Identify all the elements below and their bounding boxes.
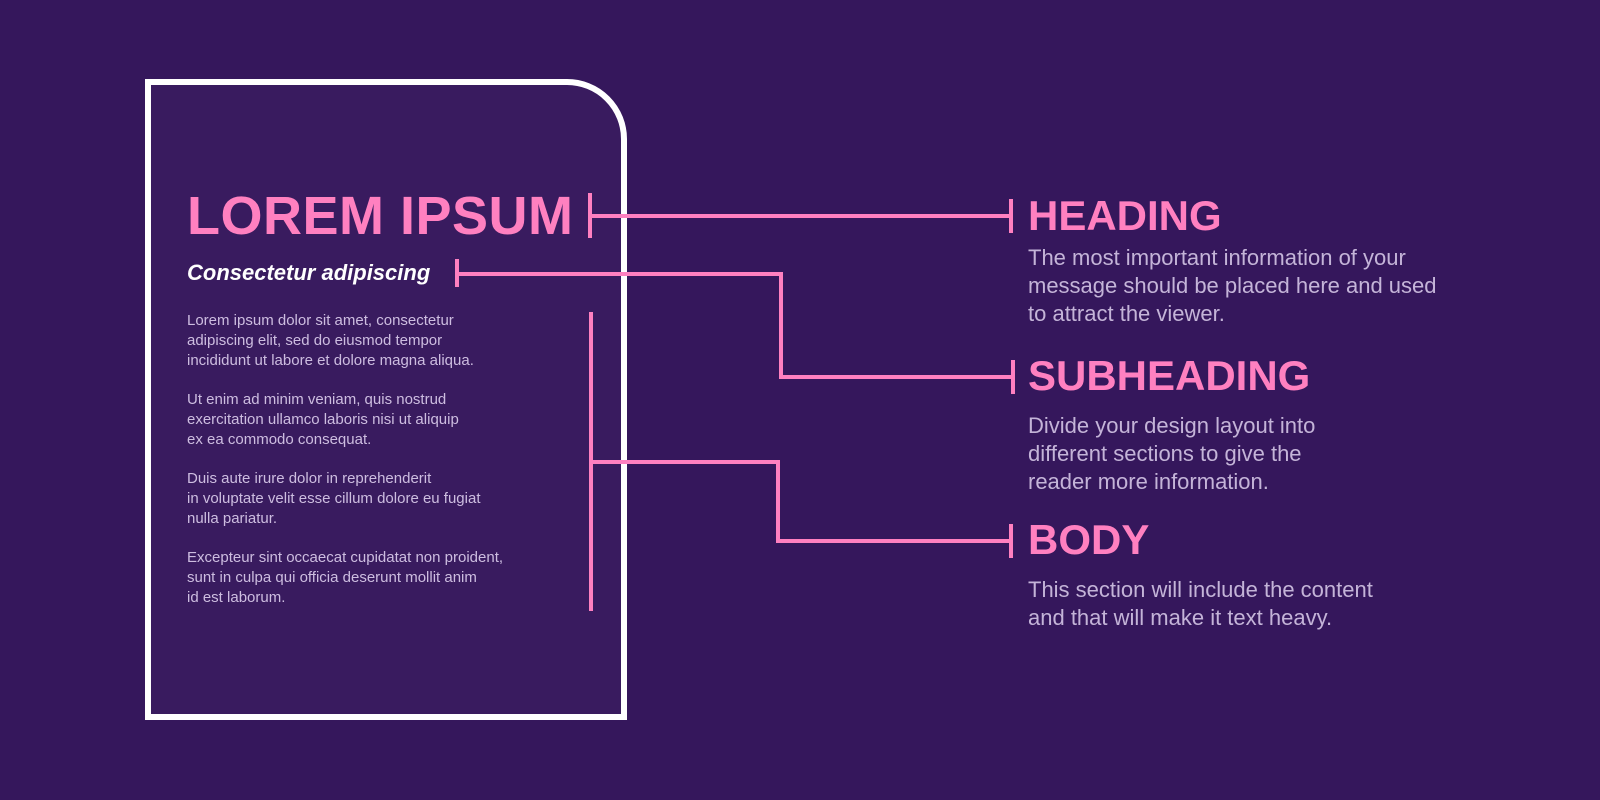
body-line: Duis aute irure dolor in reprehenderit <box>187 470 432 487</box>
description-line: reader more information. <box>1028 469 1269 494</box>
body-line: Excepteur sint occaecat cupidatat non pr… <box>187 549 504 566</box>
subheading-connector <box>457 272 1013 379</box>
annotation-heading: HEADING The most important information o… <box>1028 192 1437 328</box>
body-paragraph-3: Duis aute irure dolor in reprehenderit i… <box>187 469 587 529</box>
description-line: This section will include the content <box>1028 577 1373 602</box>
body-line: in voluptate velit esse cillum dolore eu… <box>187 490 481 507</box>
card-body-text: Lorem ipsum dolor sit amet, consectetur … <box>187 311 587 627</box>
annotation-heading-title: HEADING <box>1028 192 1222 239</box>
description-line: different sections to give the <box>1028 441 1302 466</box>
body-line: exercitation ullamco laboris nisi ut ali… <box>187 411 459 428</box>
card-title: LOREM IPSUM <box>187 186 574 246</box>
annotation-body-title: BODY <box>1028 516 1150 563</box>
body-line: Ut enim ad minim veniam, quis nostrud <box>187 391 447 408</box>
annotation-subheading: SUBHEADING Divide your design layout int… <box>1028 352 1315 496</box>
annotation-subheading-title: SUBHEADING <box>1028 352 1311 399</box>
body-paragraph-4: Excepteur sint occaecat cupidatat non pr… <box>187 548 587 608</box>
body-line: adipiscing elit, sed do eiusmod tempor <box>187 332 443 349</box>
description-line: message should be placed here and used <box>1028 273 1437 298</box>
body-line: nulla pariatur. <box>187 510 278 527</box>
body-connector <box>591 460 1011 543</box>
annotation-body-description: This section will include the content an… <box>1028 576 1373 632</box>
body-line: id est laborum. <box>187 589 286 606</box>
annotation-subheading-description: Divide your design layout into different… <box>1028 412 1315 496</box>
body-line: sunt in culpa qui officia deserunt molli… <box>187 569 477 586</box>
body-line: incididunt ut labore et dolore magna ali… <box>187 352 474 369</box>
description-line: Divide your design layout into <box>1028 413 1316 438</box>
card-subtitle: Consectetur adipiscing <box>187 260 431 285</box>
sample-document-card <box>145 79 627 720</box>
body-paragraph-2: Ut enim ad minim veniam, quis nostrud ex… <box>187 390 587 450</box>
annotation-heading-description: The most important information of your m… <box>1028 244 1437 328</box>
body-paragraph-1: Lorem ipsum dolor sit amet, consectetur … <box>187 311 587 371</box>
description-line: and that will make it text heavy. <box>1028 605 1333 630</box>
body-line: ex ea commodo consequat. <box>187 431 372 448</box>
description-line: The most important information of your <box>1028 245 1406 270</box>
description-line: to attract the viewer. <box>1028 301 1225 326</box>
body-line: Lorem ipsum dolor sit amet, consectetur <box>187 312 454 329</box>
annotation-body: BODY This section will include the conte… <box>1028 516 1373 632</box>
